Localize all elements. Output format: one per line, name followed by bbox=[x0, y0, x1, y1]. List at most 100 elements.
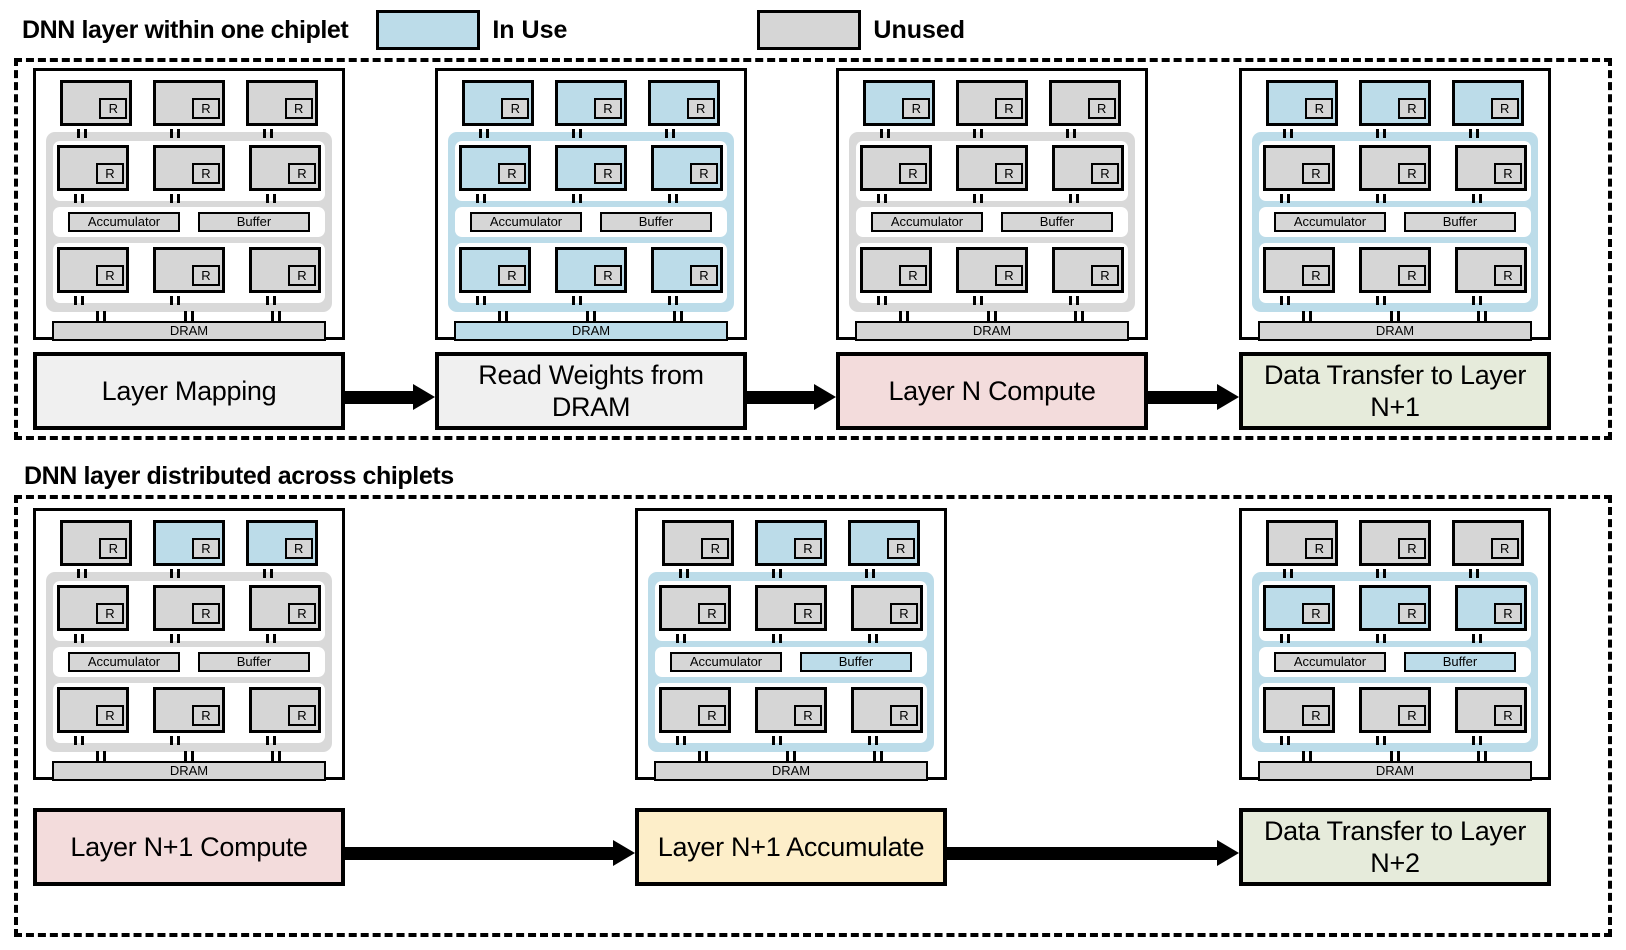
accumulator-block: Accumulator bbox=[470, 212, 582, 232]
stage-box-layer-n1-compute[interactable]: Layer N+1 Compute bbox=[33, 808, 345, 886]
pe-body: R bbox=[153, 145, 225, 191]
processing-element: R bbox=[245, 80, 318, 138]
pe-body: R bbox=[153, 585, 225, 631]
pe-body: R bbox=[60, 520, 133, 566]
flow-arrow bbox=[345, 384, 435, 410]
arrow-head bbox=[1217, 384, 1239, 410]
router-icon: R bbox=[1397, 98, 1426, 119]
pe-body: R bbox=[851, 687, 923, 733]
pe-body: R bbox=[755, 687, 827, 733]
pe-body: R bbox=[245, 80, 318, 126]
connector-legs bbox=[654, 751, 928, 761]
pe-body: R bbox=[57, 145, 129, 191]
dram-row: DRAM bbox=[454, 311, 728, 341]
processing-element: R bbox=[1266, 520, 1339, 578]
processing-element: R bbox=[1455, 247, 1527, 305]
router-icon: R bbox=[1305, 538, 1334, 559]
connector-legs bbox=[266, 194, 278, 203]
processing-element: R bbox=[249, 585, 321, 643]
router-icon: R bbox=[1398, 265, 1426, 286]
router-icon: R bbox=[1397, 538, 1426, 559]
connector-legs bbox=[1468, 129, 1481, 138]
connector-legs bbox=[676, 736, 688, 745]
pe-body: R bbox=[60, 80, 133, 126]
processing-element: R bbox=[1455, 145, 1527, 203]
stage-box-read-weights-from-dram[interactable]: Read Weights from DRAM bbox=[435, 352, 747, 430]
router-icon: R bbox=[1302, 265, 1330, 286]
buffer-block: Buffer bbox=[800, 652, 912, 672]
router-icon: R bbox=[284, 98, 313, 119]
router-icon: R bbox=[1494, 265, 1522, 286]
router-icon: R bbox=[698, 705, 726, 726]
connector-legs bbox=[679, 569, 691, 578]
stage-box-layer-mapping[interactable]: Layer Mapping bbox=[33, 352, 345, 430]
stage-box-layer-n-compute[interactable]: Layer N Compute bbox=[836, 352, 1148, 430]
processing-element: R bbox=[459, 145, 531, 203]
connector-legs bbox=[1069, 296, 1081, 305]
buffer-block: Buffer bbox=[1404, 212, 1516, 232]
processing-element: R bbox=[153, 585, 225, 643]
router-icon: R bbox=[191, 98, 220, 119]
router-icon: R bbox=[593, 98, 622, 119]
legend-label-in-use: In Use bbox=[492, 15, 568, 44]
processing-element: R bbox=[57, 585, 129, 643]
pe-body: R bbox=[152, 80, 225, 126]
arrow-shaft bbox=[747, 391, 814, 404]
processing-element: R bbox=[860, 247, 932, 305]
processing-element: R bbox=[860, 145, 932, 203]
router-icon: R bbox=[890, 603, 918, 624]
processing-element: R bbox=[1359, 247, 1431, 305]
processing-element: R bbox=[755, 585, 827, 643]
connector-legs bbox=[868, 736, 880, 745]
processing-element: R bbox=[57, 145, 129, 203]
router-icon: R bbox=[501, 98, 530, 119]
pe-body: R bbox=[57, 585, 129, 631]
stage-box-data-transfer-to-layer-n2[interactable]: Data Transfer to Layer N+2 bbox=[1239, 808, 1551, 886]
processing-element: R bbox=[1048, 80, 1121, 138]
pe-body: R bbox=[153, 247, 225, 293]
router-icon: R bbox=[192, 705, 220, 726]
router-icon: R bbox=[288, 163, 316, 184]
connector-legs bbox=[668, 296, 680, 305]
connector-legs bbox=[1258, 311, 1532, 321]
processing-element: R bbox=[1359, 687, 1431, 745]
arrow-head bbox=[413, 384, 435, 410]
connector-legs bbox=[864, 569, 877, 578]
accumulator-block: Accumulator bbox=[1274, 212, 1386, 232]
connector-legs bbox=[77, 129, 89, 138]
router-icon: R bbox=[890, 705, 918, 726]
processing-element: R bbox=[249, 687, 321, 745]
connector-legs bbox=[1376, 194, 1388, 203]
router-icon: R bbox=[192, 163, 220, 184]
router-icon: R bbox=[794, 603, 822, 624]
processing-element: R bbox=[1451, 520, 1524, 578]
processing-element: R bbox=[1455, 687, 1527, 745]
pe-body: R bbox=[847, 520, 920, 566]
dram-block: DRAM bbox=[52, 761, 326, 781]
processing-element: R bbox=[153, 247, 225, 305]
pe-body: R bbox=[1359, 247, 1431, 293]
stage-box-data-transfer-to-layer-n1[interactable]: Data Transfer to Layer N+1 bbox=[1239, 352, 1551, 430]
connector-legs bbox=[1283, 129, 1295, 138]
pe-body: R bbox=[1455, 585, 1527, 631]
connector-legs bbox=[1472, 194, 1484, 203]
processing-element: R bbox=[863, 80, 936, 138]
stage-box-layer-n1-accumulate[interactable]: Layer N+1 Accumulate bbox=[635, 808, 947, 886]
processing-element: R bbox=[847, 520, 920, 578]
processing-element: R bbox=[152, 80, 225, 138]
pe-body: R bbox=[462, 80, 535, 126]
section-band-single-chiplet bbox=[14, 58, 1612, 440]
router-icon: R bbox=[886, 538, 915, 559]
